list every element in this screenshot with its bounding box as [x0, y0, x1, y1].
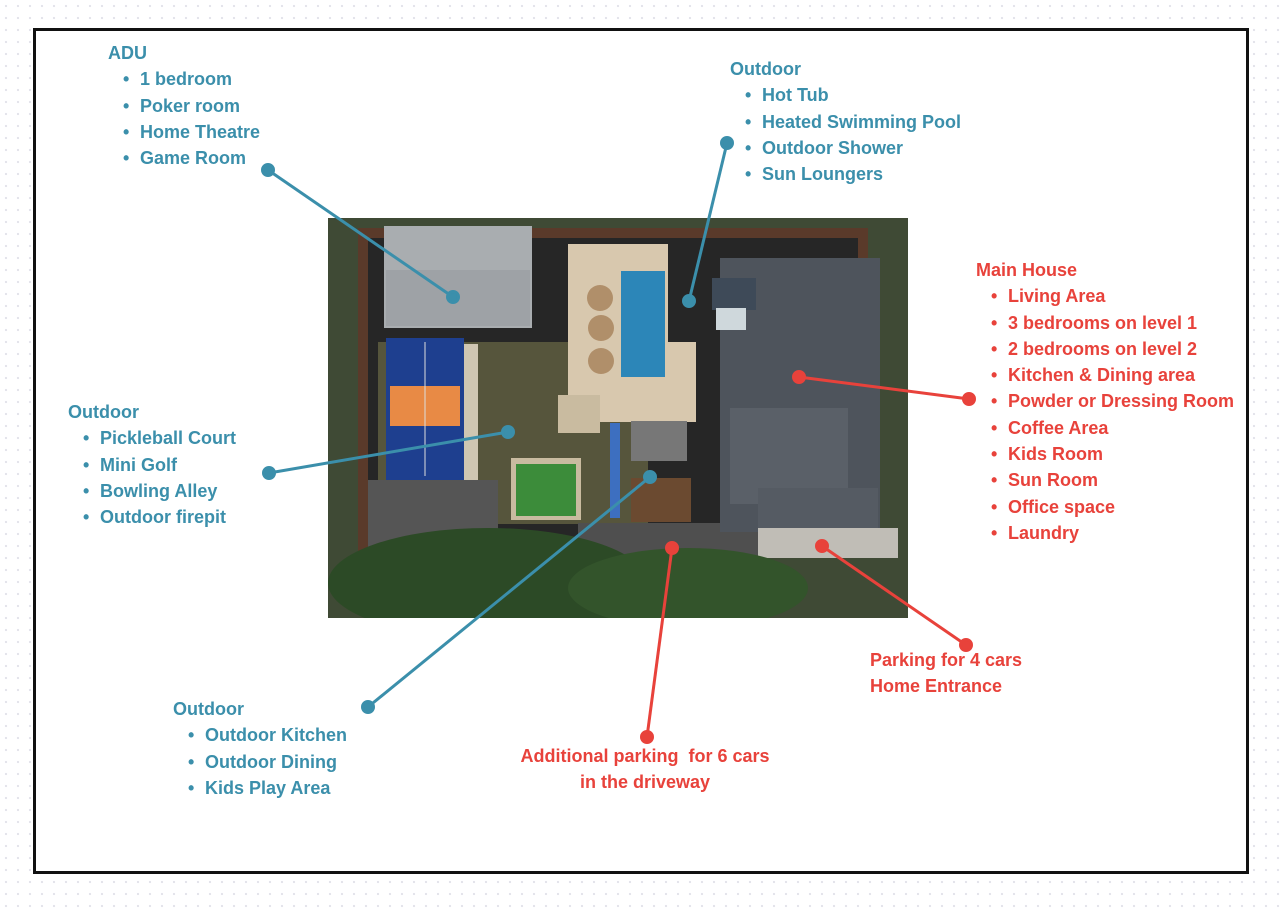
parking-entrance-label: Parking for 4 cars Home Entrance — [870, 647, 1022, 700]
bowling-alley — [610, 423, 620, 518]
list-item: Sun Room — [991, 467, 1234, 493]
outdoor-kitchen-title: Outdoor — [173, 699, 244, 719]
aerial-property-photo — [328, 218, 908, 638]
pool-connector-dot — [720, 136, 734, 150]
driveway-line-2: in the driveway — [579, 772, 711, 793]
list-item: Outdoor Dining — [188, 749, 347, 775]
list-item: Office space — [991, 494, 1234, 520]
driveway-line-1: Additional parking for 6 cars — [520, 746, 770, 766]
list-item: Laundry — [991, 520, 1234, 546]
kitchen-connector-dot — [361, 700, 375, 714]
driveway-label: Additional parking for 6 cars in the dri… — [500, 743, 790, 796]
list-item: Poker room — [123, 93, 260, 119]
list-item: 1 bedroom — [123, 66, 260, 92]
adu-label: ADU 1 bedroomPoker roomHome TheatreGame … — [108, 40, 260, 171]
list-item: Outdoor Kitchen — [188, 722, 347, 748]
list-item: 3 bedrooms on level 1 — [991, 310, 1234, 336]
list-item: Hot Tub — [745, 82, 961, 108]
mini-golf — [516, 464, 576, 516]
list-item: Kids Room — [991, 441, 1234, 467]
list-item: Bowling Alley — [83, 478, 236, 504]
list-item: Powder or Dressing Room — [991, 388, 1234, 414]
yard-connector-dot — [262, 466, 276, 480]
list-item: Coffee Area — [991, 415, 1234, 441]
list-item: Kitchen & Dining area — [991, 362, 1234, 388]
main-house-label: Main House Living Area 3 bedrooms on lev… — [976, 257, 1234, 546]
parking-text: Parking for 4 cars — [870, 650, 1023, 670]
house-connector-dot — [962, 392, 976, 406]
adu-title: ADU — [108, 43, 147, 63]
list-item: Sun Loungers — [745, 161, 961, 187]
entrance-connector-dot — [959, 638, 973, 652]
entrance-text: Home Entrance — [870, 676, 1003, 697]
driveway-connector-dot — [640, 730, 654, 744]
list-item: 2 bedrooms on level 2 — [991, 336, 1234, 362]
list-item: Outdoor firepit — [83, 504, 236, 530]
list-item: Pickleball Court — [83, 425, 236, 451]
adu-connector-dot — [261, 163, 275, 177]
outdoor-pool-label: Outdoor Hot TubHeated Swimming PoolOutdo… — [730, 56, 961, 187]
pool — [621, 271, 665, 377]
outdoor-kitchen-label: Outdoor Outdoor KitchenOutdoor DiningKid… — [173, 696, 347, 801]
list-item: Living Area — [991, 283, 1234, 309]
list-item: Home Theatre — [123, 119, 260, 145]
outdoor-yard-label: Outdoor Pickleball CourtMini GolfBowling… — [68, 399, 236, 530]
list-item: Mini Golf — [83, 452, 236, 478]
outdoor-yard-title: Outdoor — [68, 402, 139, 422]
list-item: Heated Swimming Pool — [745, 109, 961, 135]
list-item: Outdoor Shower — [745, 135, 961, 161]
outdoor-pool-title: Outdoor — [730, 59, 801, 79]
main-house-title: Main House — [976, 260, 1078, 280]
list-item: Kids Play Area — [188, 775, 347, 801]
list-item: Game Room — [123, 145, 260, 171]
